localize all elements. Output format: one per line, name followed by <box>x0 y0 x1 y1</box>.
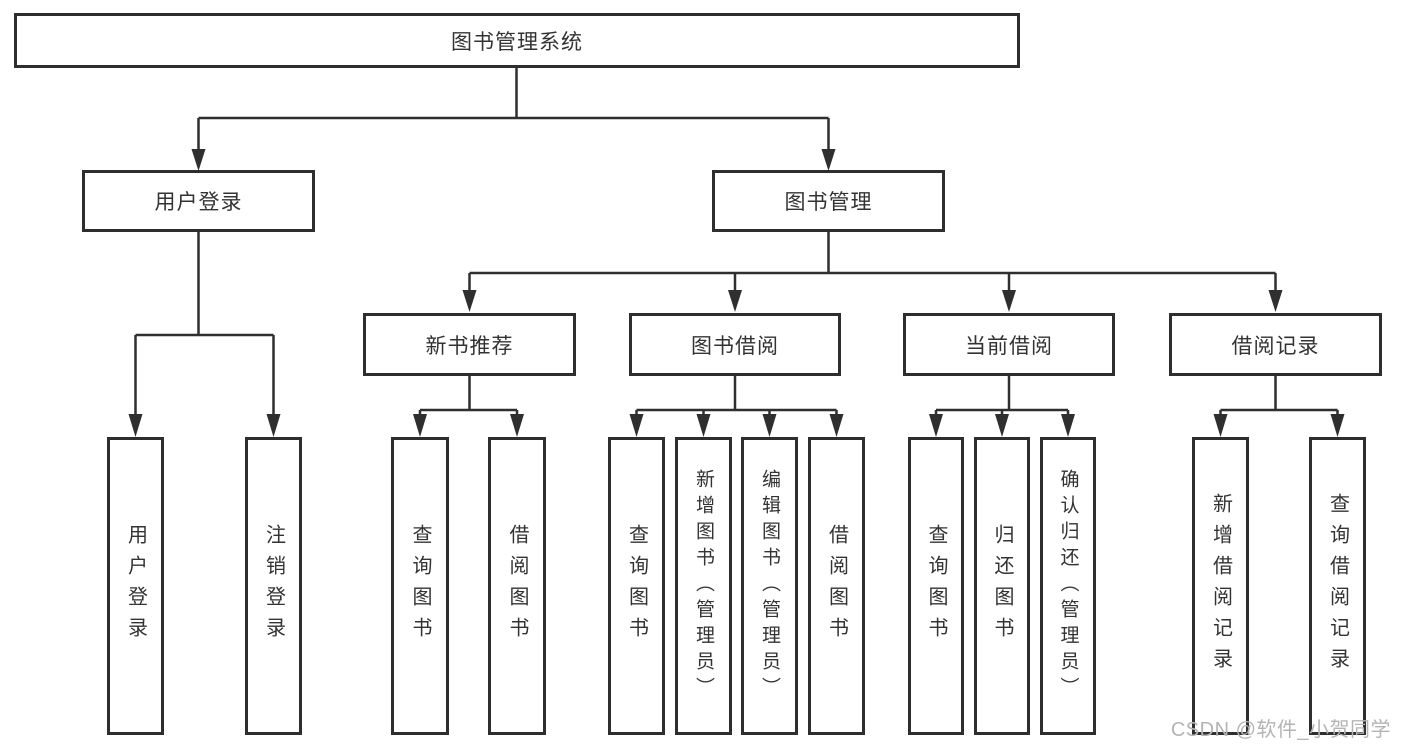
node-book-borrow-label: 图书借阅 <box>691 334 779 358</box>
connector-borrow-to-leaves <box>629 376 844 437</box>
arrow-down-icon <box>191 149 206 171</box>
node-current-borrow: 当前借阅 <box>903 313 1115 376</box>
connector-line <box>1219 376 1339 416</box>
node-new-book-recommend: 新书推荐 <box>363 313 576 376</box>
node-leaf-bb-add-books-admin: 新增图书（管理员） <box>675 437 732 735</box>
node-leaf-bb-borrow-books-label: 借阅图书 <box>825 524 848 648</box>
node-leaf-user-login: 用户登录 <box>107 437 164 735</box>
node-leaf-nb-query-books-label: 查询图书 <box>409 524 431 648</box>
connector-line <box>468 232 1277 292</box>
connector-mgmt-to-level3 <box>462 232 1283 312</box>
connector-login-to-leaves <box>128 232 281 437</box>
arrow-down-icon <box>995 414 1009 437</box>
node-leaf-logout-label: 注销登录 <box>262 524 285 648</box>
node-borrow-records: 借阅记录 <box>1169 313 1382 376</box>
node-leaf-bb-borrow-books: 借阅图书 <box>808 437 865 735</box>
connector-current-to-leaves <box>929 376 1075 437</box>
node-leaf-cb-query-books: 查询图书 <box>908 437 964 735</box>
arrow-down-icon <box>1330 414 1345 437</box>
node-book-management-label: 图书管理 <box>784 191 873 214</box>
node-leaf-br-add-record: 新增借阅记录 <box>1192 437 1249 735</box>
node-leaf-cb-confirm-return-admin-label: 确认归还（管理员） <box>1057 469 1079 703</box>
node-leaf-cb-return-books: 归还图书 <box>974 437 1030 735</box>
arrow-down-icon <box>1268 290 1283 312</box>
node-leaf-logout: 注销登录 <box>245 437 302 735</box>
node-leaf-bb-query-books-label: 查询图书 <box>625 524 648 648</box>
node-root-label: 图书管理系统 <box>451 30 583 54</box>
arrow-down-icon <box>1002 290 1016 312</box>
connector-line <box>418 376 519 416</box>
node-user-login-label: 用户登录 <box>154 191 243 214</box>
node-leaf-cb-confirm-return-admin: 确认归还（管理员） <box>1040 437 1096 735</box>
connector-records-to-leaves <box>1213 376 1345 437</box>
arrow-down-icon <box>1061 414 1075 437</box>
node-leaf-br-query-record: 查询借阅记录 <box>1309 437 1366 735</box>
node-leaf-nb-query-books: 查询图书 <box>391 437 449 735</box>
node-leaf-br-query-record-label: 查询借阅记录 <box>1326 493 1349 679</box>
node-leaf-bb-edit-books-admin: 编辑图书（管理员） <box>741 437 798 735</box>
node-leaf-bb-query-books: 查询图书 <box>608 437 665 735</box>
arrow-down-icon <box>413 414 427 437</box>
arrow-down-icon <box>1213 414 1228 437</box>
node-leaf-user-login-label: 用户登录 <box>124 524 147 648</box>
node-book-management: 图书管理 <box>712 170 945 232</box>
connector-root-to-level2 <box>191 68 836 171</box>
watermark: CSDN @软件_小贺同学 <box>1170 719 1391 741</box>
node-leaf-br-add-record-label: 新增借阅记录 <box>1209 493 1232 679</box>
connector-newbook-to-leaves <box>413 376 524 437</box>
arrow-down-icon <box>510 414 524 437</box>
node-leaf-nb-borrow-books: 借阅图书 <box>488 437 546 735</box>
node-root: 图书管理系统 <box>14 13 1020 68</box>
node-leaf-nb-borrow-books-label: 借阅图书 <box>506 524 528 648</box>
node-book-borrow: 图书借阅 <box>629 313 841 376</box>
arrow-down-icon <box>929 414 943 437</box>
node-user-login: 用户登录 <box>82 170 315 232</box>
arrow-down-icon <box>821 149 836 171</box>
connector-line <box>197 68 830 152</box>
connector-line <box>635 376 838 416</box>
node-leaf-bb-edit-books-admin-label: 编辑图书（管理员） <box>759 469 780 703</box>
arrow-down-icon <box>728 290 742 312</box>
arrow-down-icon <box>696 414 711 437</box>
node-current-borrow-label: 当前借阅 <box>965 334 1053 358</box>
arrow-down-icon <box>128 414 143 437</box>
node-leaf-bb-add-books-admin-label: 新增图书（管理员） <box>693 469 714 703</box>
connector-line <box>134 232 275 416</box>
node-borrow-records-label: 借阅记录 <box>1231 334 1320 358</box>
arrow-down-icon <box>762 414 777 437</box>
node-leaf-cb-query-books-label: 查询图书 <box>925 524 947 648</box>
arrow-down-icon <box>266 414 281 437</box>
node-new-book-recommend-label: 新书推荐 <box>425 334 514 358</box>
connector-line <box>934 376 1070 416</box>
arrow-down-icon <box>629 414 644 437</box>
node-leaf-cb-return-books-label: 归还图书 <box>991 524 1013 648</box>
arrow-down-icon <box>829 414 844 437</box>
arrow-down-icon <box>462 290 477 312</box>
